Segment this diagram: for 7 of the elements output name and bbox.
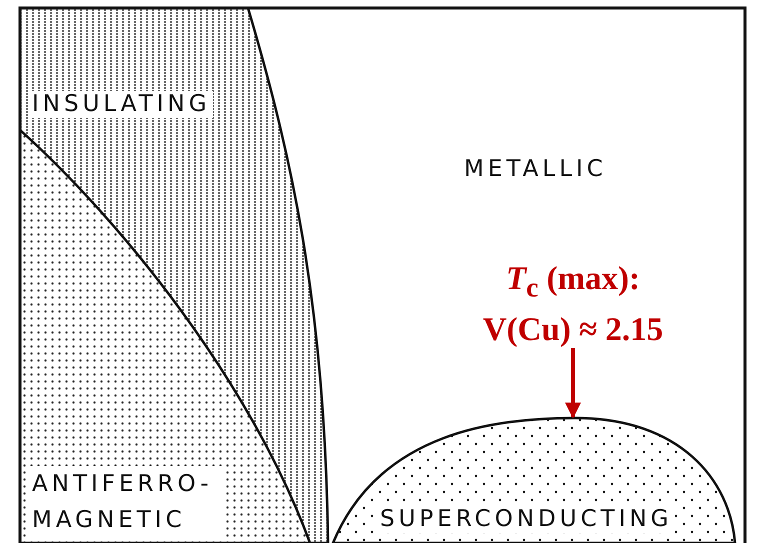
superconducting-region [331,416,737,543]
region-label: ANTIFERRO- MAGNETIC [30,466,224,538]
arrow [565,348,581,419]
antiferromagnetic-region [20,128,312,543]
region-label: METALLIC [462,156,646,188]
annotation-label: T$_{c}$ (max): V(Cu) ≈ 2.15 [463,258,683,346]
region-label: INSULATING [30,91,213,118]
